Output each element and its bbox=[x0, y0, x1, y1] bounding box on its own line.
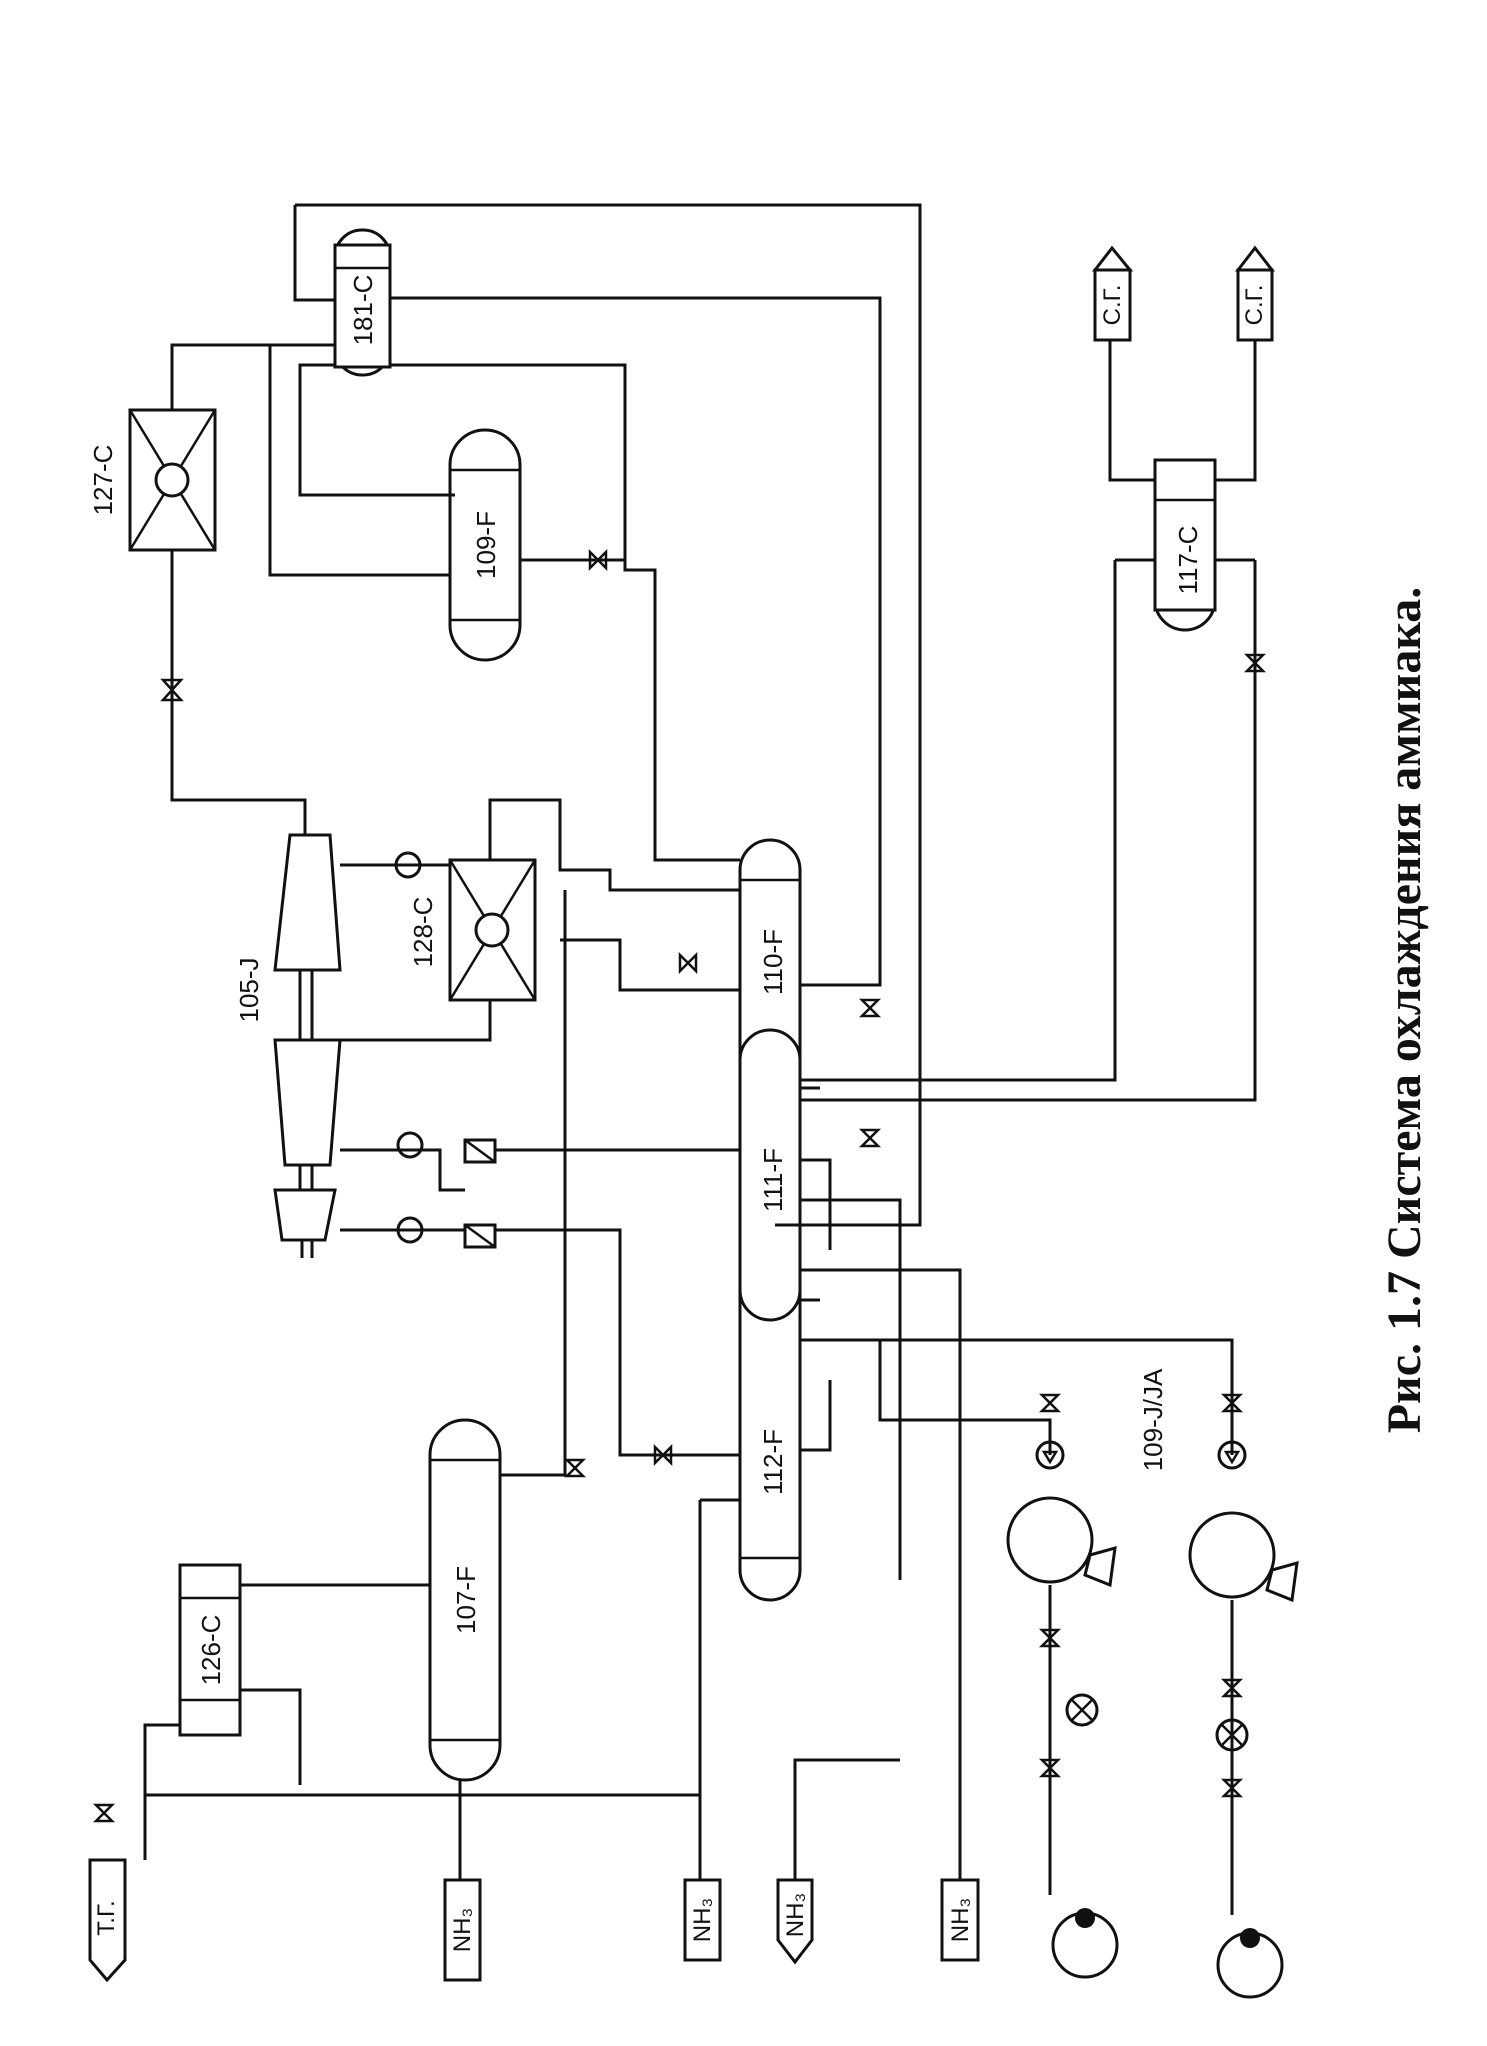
label-127c: 127-C bbox=[88, 445, 118, 516]
exchanger-126c: 126-C bbox=[178, 1563, 242, 1737]
label-111f: 111-F bbox=[758, 1148, 788, 1212]
exchanger-181c: 181-C bbox=[333, 228, 392, 377]
label-105j: 105-J bbox=[234, 957, 264, 1022]
label-pumps: 109-J/JA bbox=[1138, 1368, 1168, 1471]
stream-tag-nh3-3: NH₃ bbox=[776, 1878, 814, 1965]
stream-label-nh3-2: NH₃ bbox=[689, 1898, 716, 1942]
stream-tag-nh3-1: NH₃ bbox=[443, 1878, 482, 1982]
pump-109ja bbox=[1188, 1440, 1299, 1999]
valve-icon bbox=[92, 548, 1267, 1823]
stream-tag-nh3-2: NH₃ bbox=[683, 1878, 722, 1962]
label-112f: 112-F bbox=[758, 1429, 788, 1495]
strainer-icon bbox=[1065, 1693, 1249, 1752]
label-107f: 107-F bbox=[451, 1566, 481, 1634]
label-109f: 109-F bbox=[471, 511, 501, 579]
label-110f: 110-F bbox=[758, 929, 788, 995]
stream-label-sg-in: С.Г. bbox=[1099, 285, 1126, 326]
piping bbox=[143, 203, 1257, 1915]
stream-label-nh3-4: NH₃ bbox=[947, 1898, 974, 1942]
stream-tag-sg-in: С.Г. bbox=[1091, 245, 1134, 342]
pump-109j bbox=[1006, 1440, 1119, 1979]
vessel-109f: 109-F bbox=[448, 428, 522, 662]
stream-tag-nh3-4: NH₃ bbox=[940, 1878, 980, 1962]
stream-label-nh3-1: NH₃ bbox=[449, 1908, 476, 1952]
compressor-105j: 105-J bbox=[234, 833, 342, 1258]
air-cooler-128c: 128-C bbox=[408, 858, 537, 1002]
stream-label-sg-out: С.Г. bbox=[1241, 285, 1268, 326]
label-181c: 181-C bbox=[348, 275, 378, 346]
stream-label-nh3-3: NH₃ bbox=[782, 1893, 809, 1937]
stream-tag-sg-out: С.Г. bbox=[1234, 245, 1276, 342]
label-126c: 126-C bbox=[196, 1615, 226, 1686]
exchanger-117c: 117-C bbox=[1153, 458, 1217, 632]
label-117c: 117-C bbox=[1173, 526, 1203, 595]
stream-tag-tg: Т.Г. bbox=[88, 1858, 127, 1983]
stream-label-tg: Т.Г. bbox=[93, 1900, 120, 1935]
filter-icon bbox=[463, 1138, 497, 1249]
label-128c: 128-C bbox=[408, 897, 438, 968]
air-cooler-127c: 127-C bbox=[88, 408, 217, 552]
figure-caption: Рис. 1.7 Система охлаждения аммиака. bbox=[1378, 587, 1431, 1434]
drum-110f-111f-112f: 110-F 111-F 112-F bbox=[738, 838, 802, 1602]
vessel-107f: 107-F bbox=[428, 1418, 502, 1782]
